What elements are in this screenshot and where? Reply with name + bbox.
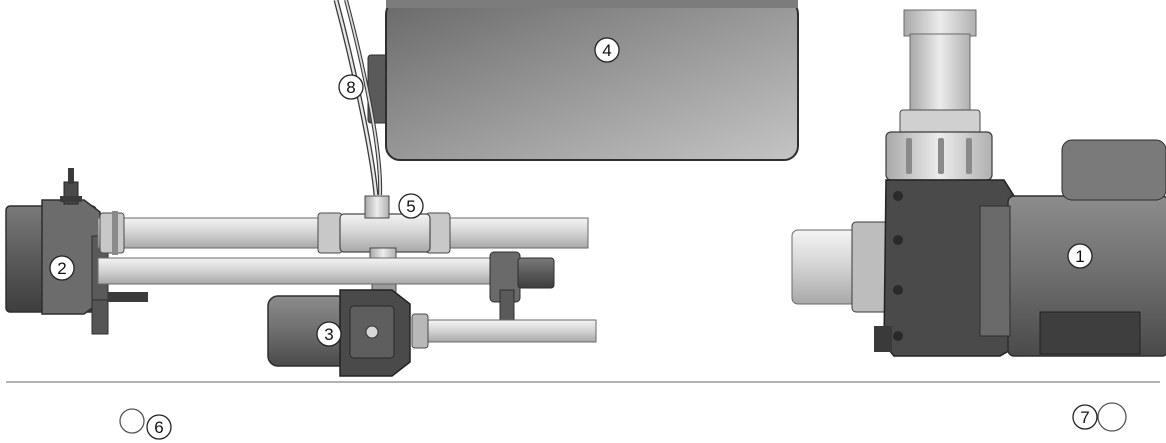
circled-number-icon xyxy=(1072,404,1098,430)
callout-6: 6 xyxy=(146,414,172,440)
callout-2-label: 2 xyxy=(57,259,66,278)
callout-4: 4 xyxy=(594,37,620,63)
lower-pipe xyxy=(97,251,555,335)
circled-number-icon xyxy=(146,414,172,440)
callout-3: 3 xyxy=(316,321,342,347)
callout-8: 8 xyxy=(338,74,364,100)
empty-circle-icon xyxy=(119,408,145,434)
callout-5-label: 5 xyxy=(406,197,415,216)
circled-number-icon xyxy=(338,74,364,100)
callout-1-label: 1 xyxy=(1075,247,1084,266)
callout-6-label: 6 xyxy=(154,418,163,437)
callout-2: 2 xyxy=(49,255,75,281)
circled-number-icon xyxy=(316,321,342,347)
callout-3-label: 3 xyxy=(324,325,333,344)
sensor-cable xyxy=(333,0,383,196)
circled-number-icon xyxy=(49,255,75,281)
empty-circle-icon xyxy=(1097,402,1127,432)
callout-7-label: 7 xyxy=(1080,408,1089,427)
control-box xyxy=(367,0,799,161)
circled-number-icon xyxy=(398,193,424,219)
callout-4-label: 4 xyxy=(602,41,611,60)
callout-8-label: 8 xyxy=(346,78,355,97)
heater xyxy=(5,168,148,335)
circled-number-icon xyxy=(1067,243,1093,269)
main-pump xyxy=(791,9,1166,357)
callout-1: 1 xyxy=(1067,243,1093,269)
callout-7: 7 xyxy=(1072,404,1098,430)
circulation-pump xyxy=(267,289,597,377)
callout-5: 5 xyxy=(398,193,424,219)
circled-number-icon xyxy=(594,37,620,63)
